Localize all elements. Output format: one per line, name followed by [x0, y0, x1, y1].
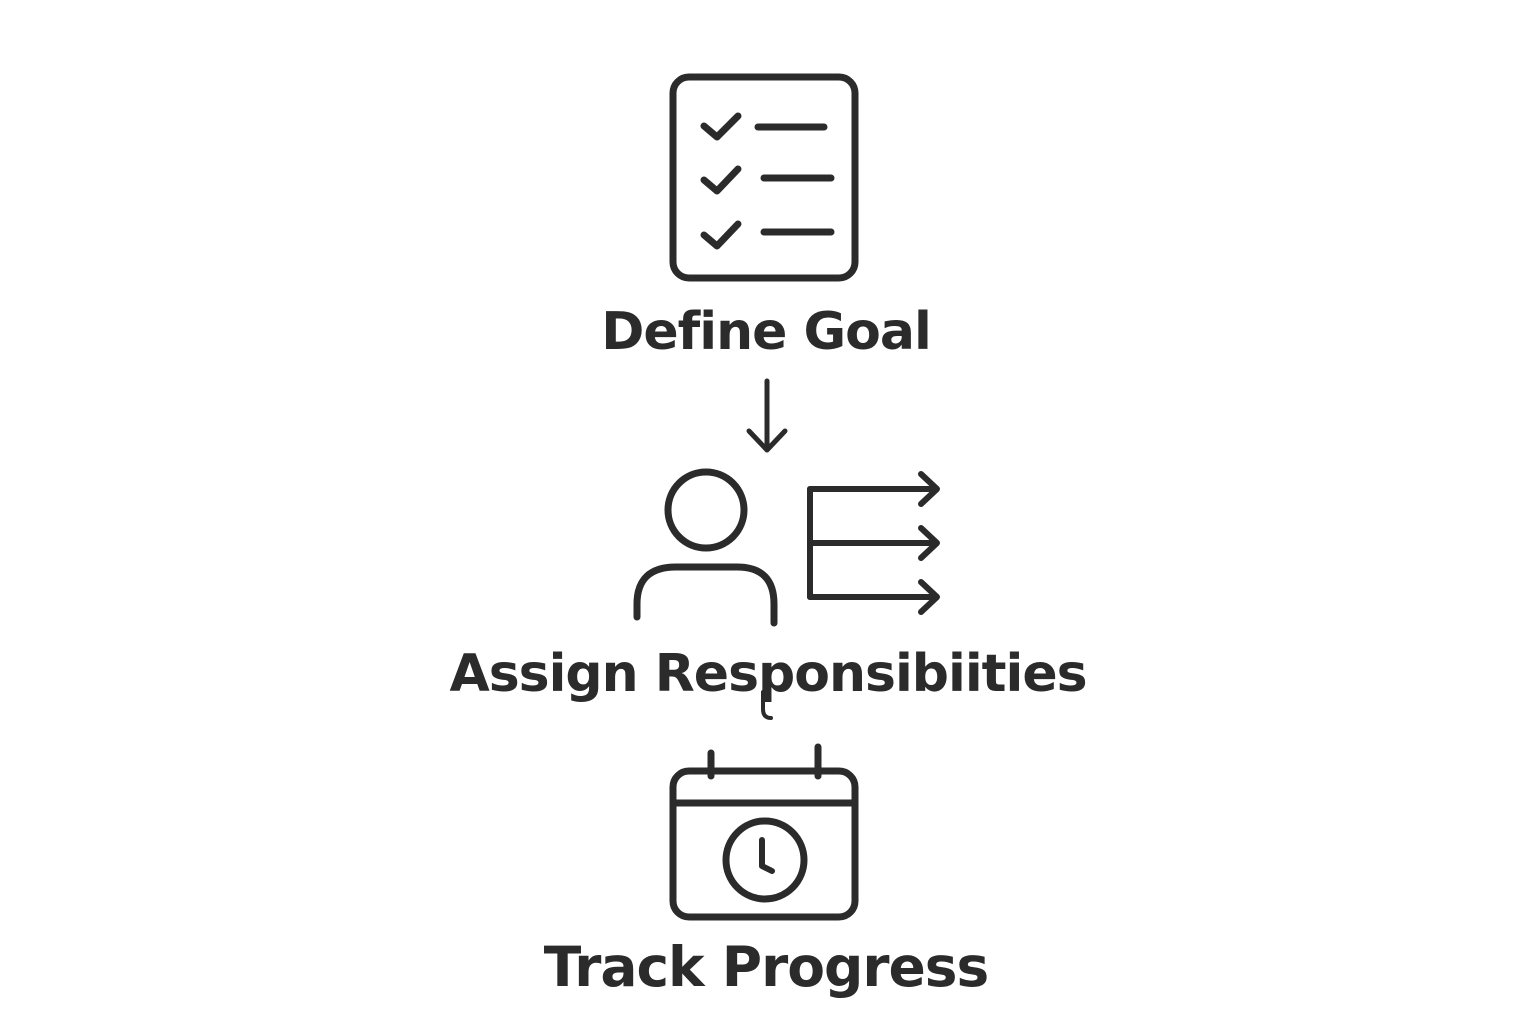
- hook-connector-icon: [761, 690, 773, 720]
- calendar-clock-icon: [669, 743, 859, 921]
- person-icon: [633, 468, 778, 627]
- step-label-assign-responsibilities: Assign Responsibiities: [449, 644, 1087, 704]
- checklist-icon: [669, 73, 859, 282]
- step-label-track-progress: Track Progress: [543, 935, 990, 999]
- arrow-down-icon: [746, 378, 788, 453]
- delegate-arrows-icon: [807, 471, 940, 615]
- step-label-define-goal: Define Goal: [601, 302, 932, 362]
